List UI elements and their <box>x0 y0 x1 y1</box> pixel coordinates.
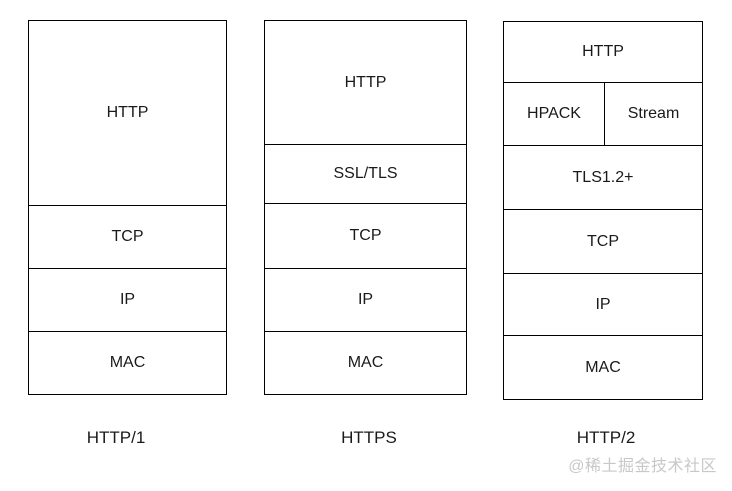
http1-layer-tcp: TCP <box>28 205 227 269</box>
stack-label-https: HTTPS <box>341 428 397 447</box>
stack-label-http2: HTTP/2 <box>576 428 636 447</box>
https-layer-tcp: TCP <box>264 203 467 269</box>
http1-layer-http: HTTP <box>28 20 227 206</box>
https-layer-mac: MAC <box>264 331 467 395</box>
http1-layer-ip: IP <box>28 268 227 332</box>
https-layer-ip: IP <box>264 268 467 332</box>
stack-https: HTTP SSL/TLS TCP IP MAC <box>264 20 467 395</box>
stack-http2: HTTP HPACK Stream TLS1.2+ TCP IP MAC <box>503 21 703 400</box>
http2-layer-ip: IP <box>503 273 703 336</box>
http2-layer-http: HTTP <box>503 21 703 83</box>
watermark: @稀土掘金技术社区 <box>568 458 717 475</box>
http2-layer-mac: MAC <box>503 335 703 400</box>
http2-layer-tls: TLS1.2+ <box>503 145 703 210</box>
http2-layer-tcp: TCP <box>503 209 703 274</box>
http2-layer-stream: Stream <box>627 105 680 122</box>
https-layer-http: HTTP <box>264 20 467 145</box>
https-layer-ssl-tls: SSL/TLS <box>264 144 467 204</box>
http2-layer-hpack: HPACK <box>504 83 605 145</box>
http1-layer-mac: MAC <box>28 331 227 395</box>
http2-layer-hpack-stream: HPACK Stream <box>503 82 703 146</box>
stack-label-http1: HTTP/1 <box>86 428 146 447</box>
stack-http1: HTTP TCP IP MAC <box>28 20 227 395</box>
